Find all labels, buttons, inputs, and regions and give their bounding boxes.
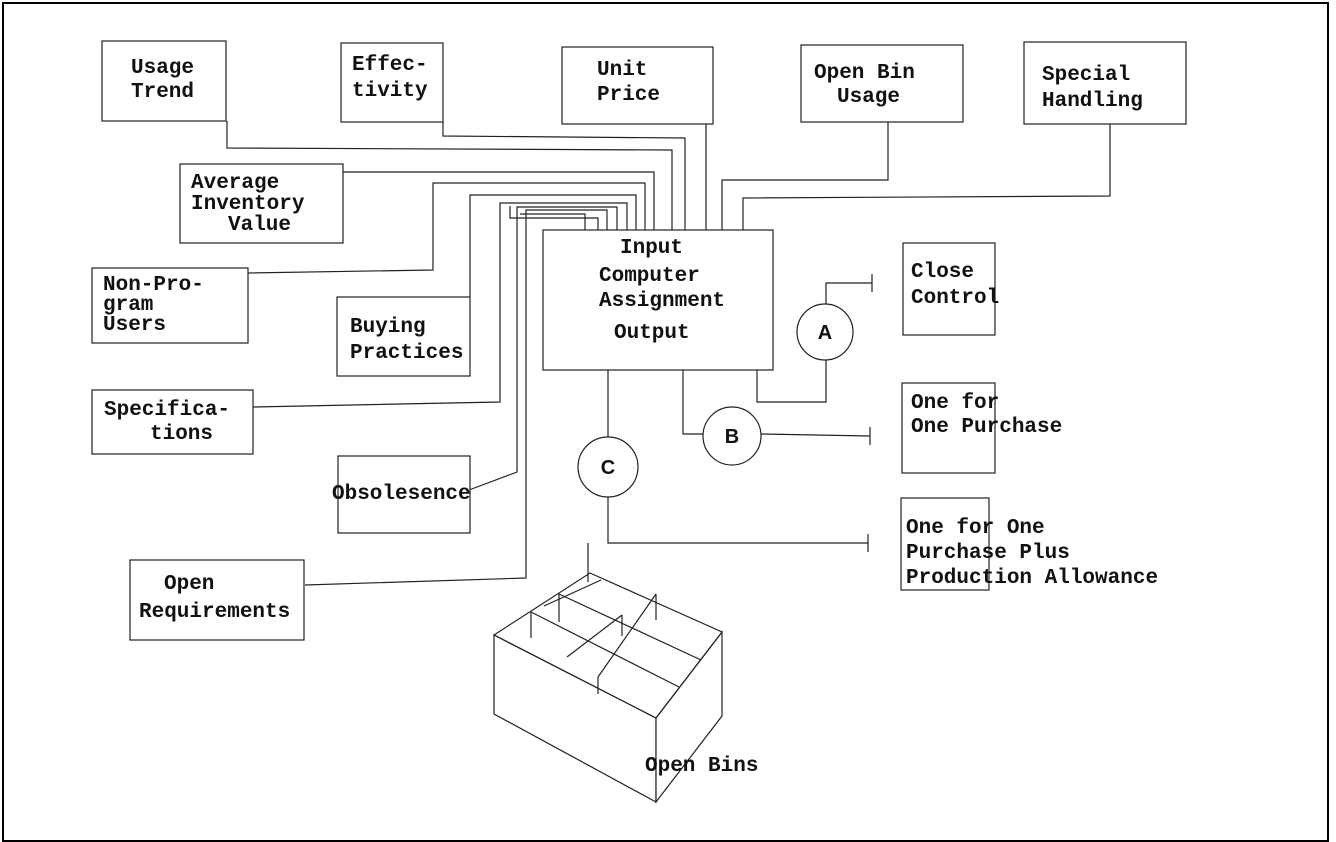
special-handling-box: Special Handling <box>1024 42 1186 124</box>
close-control-box: Close Control <box>903 243 999 335</box>
open-bin-usage-box: Open Bin Usage <box>801 45 963 122</box>
circle-c: C <box>578 437 638 497</box>
open-requirements-box: Open Requirements <box>130 560 304 640</box>
buying-practices-box: Buying Practices <box>337 297 470 376</box>
one-for-one-label: One for One Purchase <box>911 392 1062 439</box>
circle-c-label: C <box>601 457 615 479</box>
average-inventory-value-box: Average Inventory Value <box>180 164 343 243</box>
line-to-one-for-one <box>683 370 703 434</box>
circle-b: B <box>703 407 761 465</box>
line-open-bin-usage <box>722 122 888 230</box>
effectivity-box: Effec- tivity <box>341 43 443 122</box>
usage-trend-box: Usage Trend <box>102 41 226 121</box>
computer-box: Input Computer Assignment Output <box>543 230 773 370</box>
open-bins-label: Open Bins <box>645 755 758 778</box>
one-for-one-box: One for One Purchase <box>902 383 1062 473</box>
specifications-box: Specifica- tions <box>92 390 253 454</box>
obsolesence-label: Obsolesence <box>332 483 471 506</box>
line-special-handling <box>743 124 1110 230</box>
one-for-one-plus-label: One for One Purchase Plus Production All… <box>906 517 1158 590</box>
circle-a-label: A <box>818 322 832 344</box>
one-for-one-plus-box: One for One Purchase Plus Production All… <box>901 498 1158 590</box>
circle-b-label: B <box>725 426 739 448</box>
unit-price-box: Unit Price <box>562 47 713 124</box>
non-program-users-box: Non-Pro- gram Users <box>92 268 248 343</box>
obsolesence-box: Obsolesence <box>332 456 471 533</box>
circle-a: A <box>797 304 853 360</box>
